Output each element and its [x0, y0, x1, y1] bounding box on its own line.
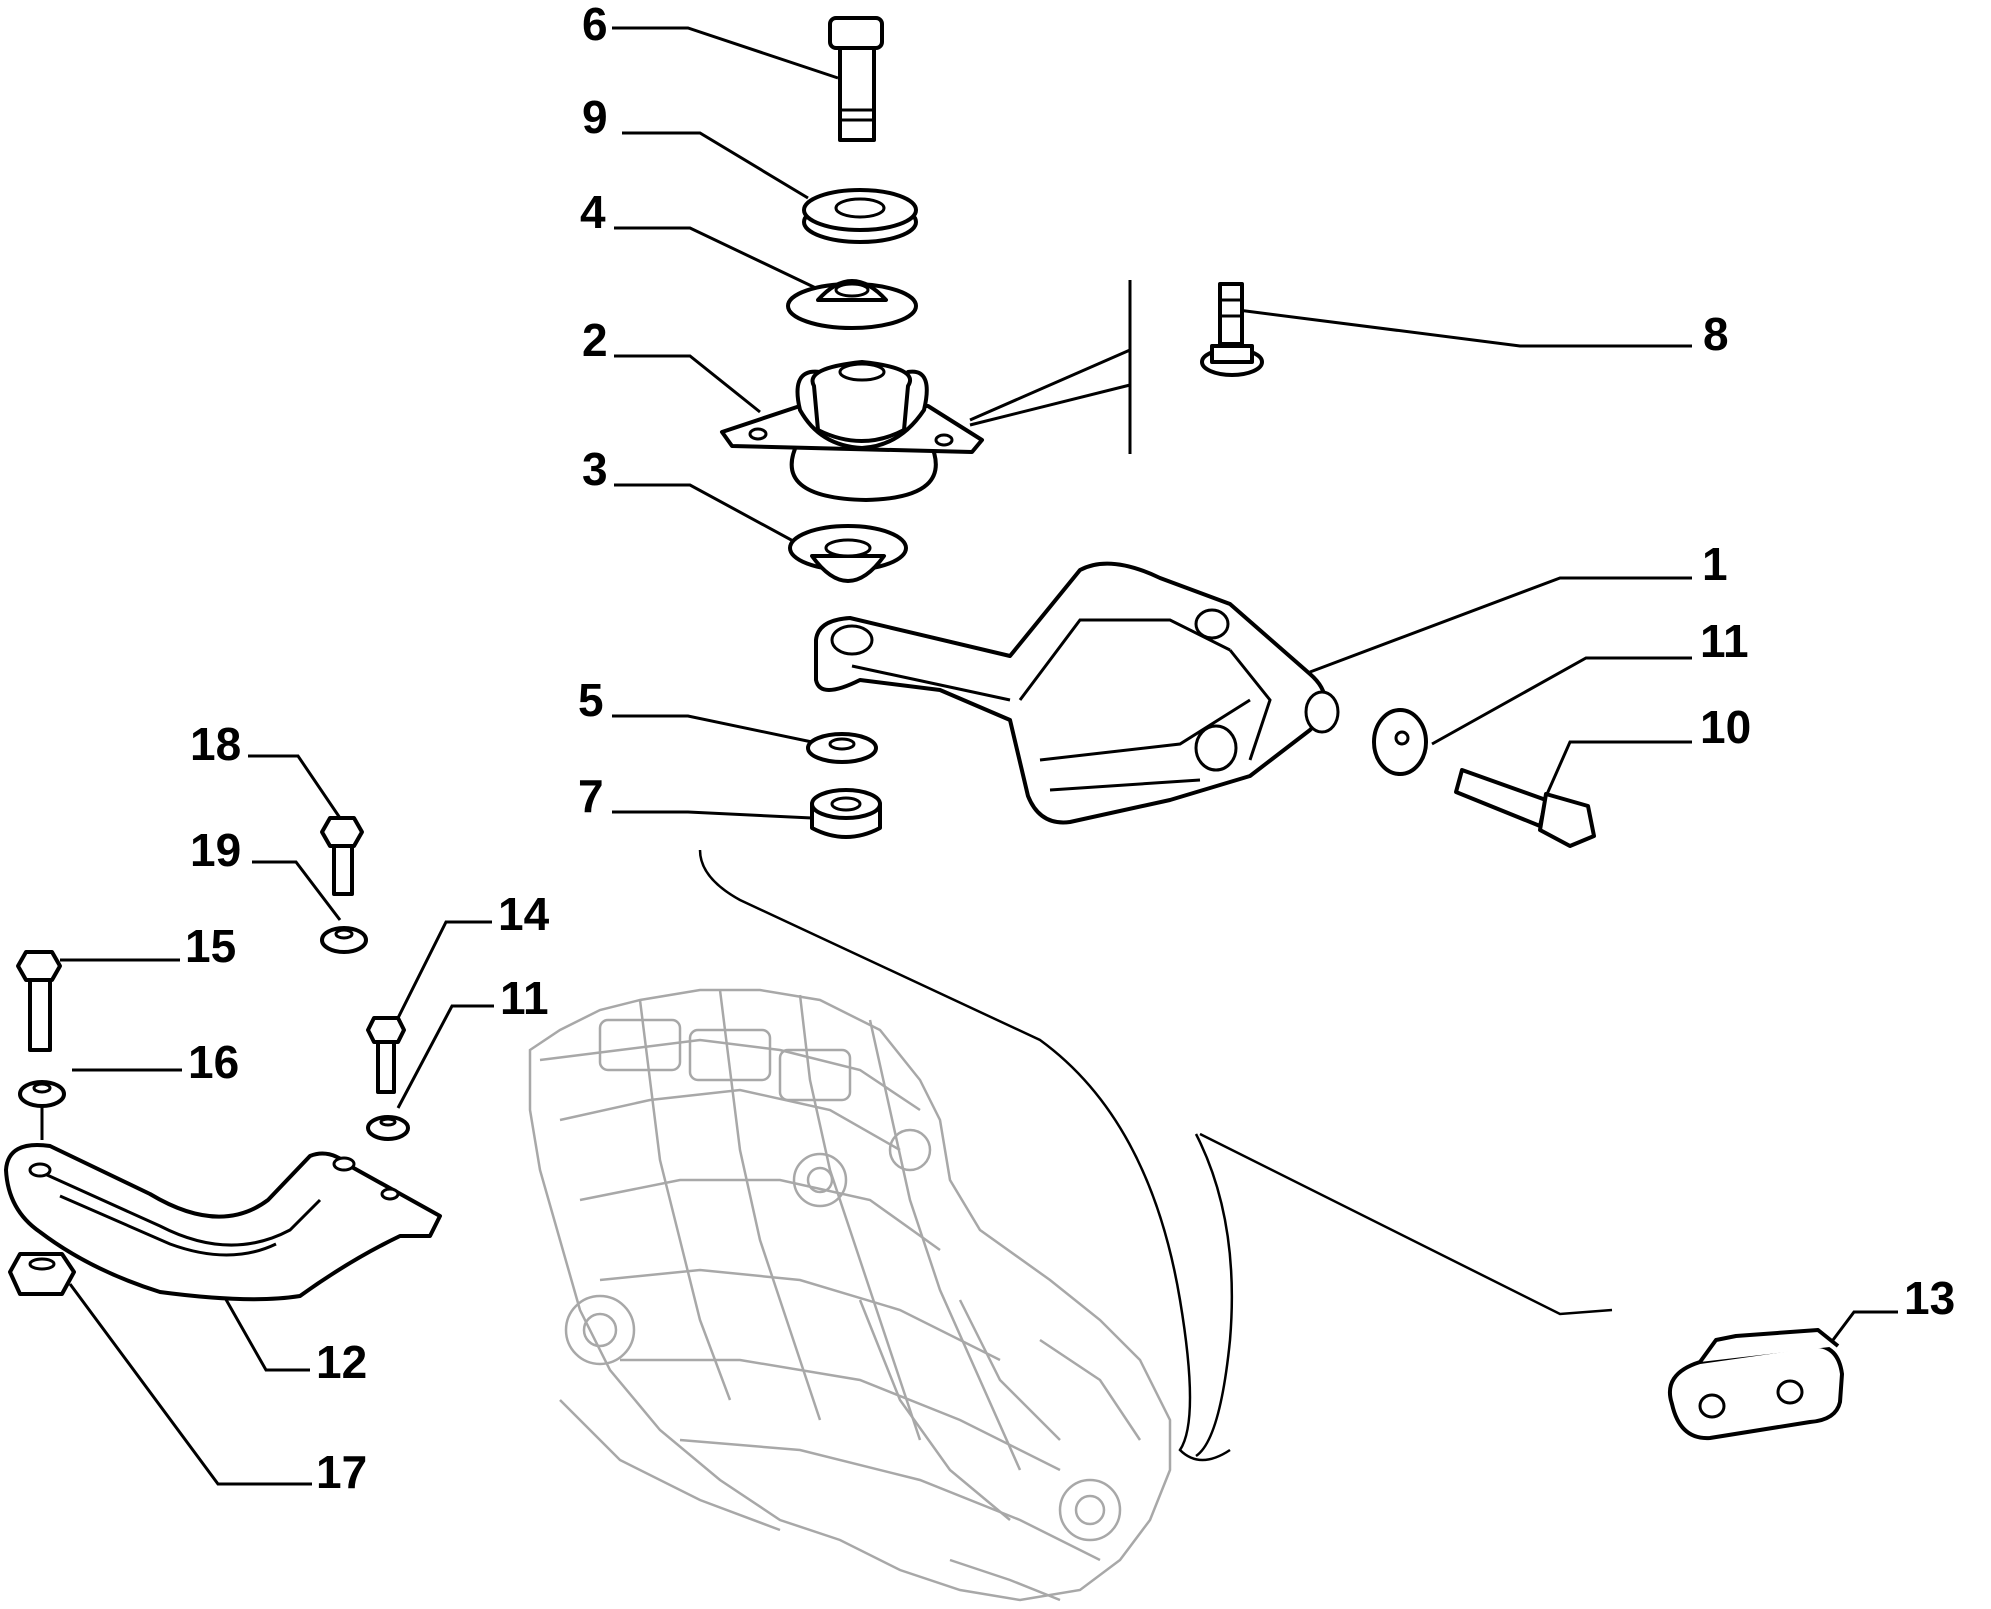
leader-11-lower	[396, 1004, 494, 1109]
callout-3: 3	[582, 443, 608, 495]
callout-7: 7	[578, 770, 604, 822]
leader-6	[612, 26, 839, 80]
leader-19	[252, 860, 342, 921]
callout-18: 18	[190, 718, 241, 770]
leader-2	[614, 354, 761, 414]
leader-7	[612, 810, 813, 820]
callout-8: 8	[1703, 308, 1729, 360]
leader-11-upper	[1431, 656, 1692, 746]
callout-6: 6	[582, 0, 608, 50]
part-18-bolt	[320, 816, 364, 896]
part-15-bolt	[16, 950, 62, 1052]
part-7-nut	[810, 788, 882, 839]
leader-3	[614, 483, 807, 550]
part-4-cup	[786, 279, 918, 330]
part-9-washer	[802, 188, 918, 244]
part-13-mount-plate	[1667, 1328, 1844, 1441]
engine-gearbox-illustration	[528, 988, 1172, 1602]
callout-14: 14	[498, 888, 550, 940]
leader-17	[68, 1283, 312, 1486]
leader-8-bracket-b	[969, 383, 1131, 427]
locator-curves	[698, 849, 1613, 1462]
part-14-bolt	[366, 1016, 406, 1094]
part-19-washer	[320, 926, 368, 954]
callout-labels: 6 9 4 2 3 8 1 11 10 5 7 18 19 15 14 11 1…	[185, 0, 1955, 1498]
part-11-washer-lower	[366, 1115, 410, 1141]
leader-4	[614, 226, 821, 292]
part-8-bolt	[1200, 282, 1264, 377]
leader-8	[1237, 308, 1692, 348]
callout-13: 13	[1904, 1272, 1955, 1324]
callout-9: 9	[582, 91, 608, 143]
callout-12: 12	[316, 1336, 367, 1388]
part-17-nut	[8, 1252, 76, 1296]
part-12-lower-bracket	[4, 1143, 442, 1302]
callout-11-upper: 11	[1700, 615, 1749, 667]
leader-12	[222, 1295, 310, 1372]
part-10-bolt	[1454, 768, 1596, 848]
leader-5	[612, 714, 813, 744]
callout-15: 15	[185, 920, 236, 972]
part-16-washer	[18, 1080, 66, 1140]
callout-19: 19	[190, 824, 241, 876]
leader-8-bracket-a	[969, 348, 1131, 422]
part-6-bolt	[828, 16, 884, 142]
callout-16: 16	[188, 1036, 239, 1088]
callout-11-lower: 11	[500, 972, 549, 1024]
part-2-rubber-mount	[720, 360, 984, 502]
leader-14	[396, 920, 492, 1019]
callout-10: 10	[1700, 701, 1751, 753]
leader-9	[622, 131, 809, 200]
part-1-main-bracket	[814, 561, 1340, 825]
part-5-washer	[806, 732, 878, 764]
leader-1	[1309, 576, 1692, 674]
callout-17: 17	[316, 1446, 367, 1498]
leader-10	[1538, 740, 1692, 811]
leader-lines	[60, 26, 1898, 1486]
callout-4: 4	[580, 186, 606, 238]
callout-1: 1	[1702, 538, 1728, 590]
leader-18	[248, 754, 342, 819]
part-11-washer-upper	[1372, 708, 1428, 776]
callout-5: 5	[578, 674, 604, 726]
part-3-cup	[788, 524, 908, 583]
callout-2: 2	[582, 314, 608, 366]
